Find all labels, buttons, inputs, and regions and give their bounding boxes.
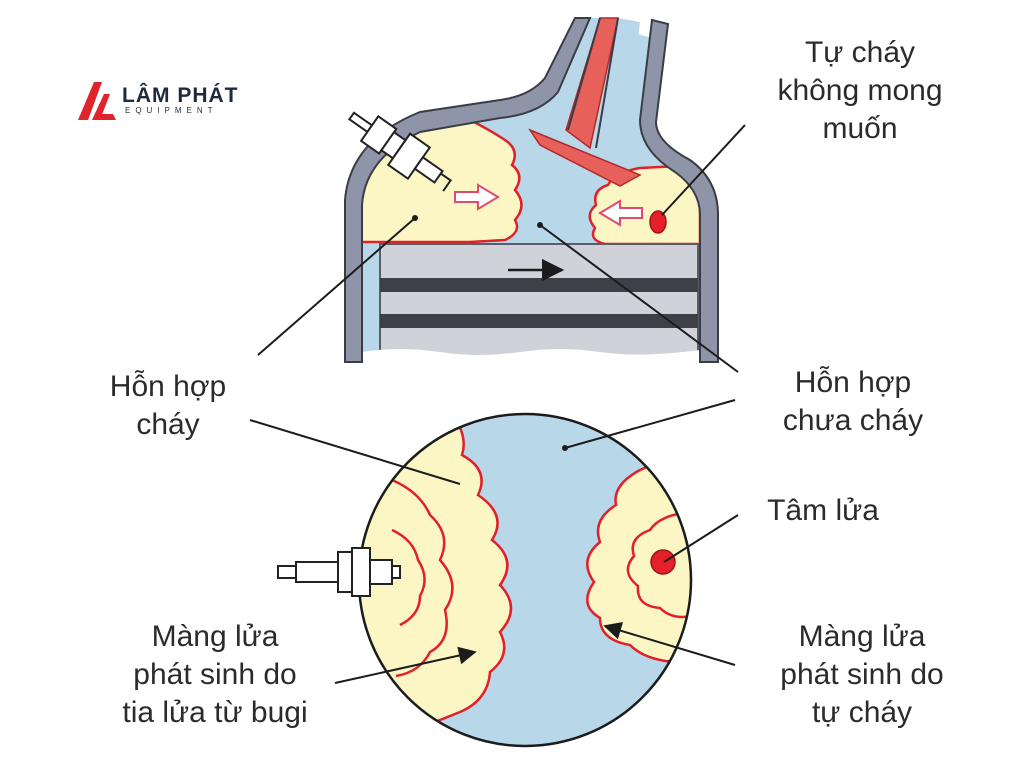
piston-ring-bottom [380,314,698,328]
leader-tam-lua [663,514,739,563]
logo-sub: EQUIPMENT [125,106,218,115]
leader-hon-hop-chay-lower [249,419,461,485]
spark-plug-upper-icon [347,111,453,192]
label-tu-chay: Tự cháy không mong muốn [777,36,943,145]
logo-brand: LÂM PHÁT [122,84,239,107]
intake-port [545,17,640,150]
leader-chua-chay-lower [564,399,736,449]
label-hon-hop-chua-chay: Hỗn hợp chưa cháy [782,366,924,437]
leader-hon-hop-chay-upper [257,217,416,356]
flame-front-right-inner [626,510,691,619]
leader-lines [249,124,746,684]
leader-chua-chay-upper [539,224,739,373]
piston [379,243,699,362]
valve-stem [565,17,619,150]
valve-head [528,128,642,187]
label-hon-hop-chay: Hỗn hợp cháy [109,370,227,441]
spark-plug-lower-icon [277,547,401,597]
label-mang-lua-tu-chay: Màng lửa phát sinh do tự cháy [780,620,944,729]
auto-ignition-spot [649,210,667,234]
leader-mang-lua-tu-chay [603,622,736,666]
leader-mang-lua-bugi [334,646,477,684]
leader-tu-chay [661,124,746,216]
piston-ring-top [380,278,698,292]
combustion-top-view [277,412,693,748]
flame-arrow-left [454,183,500,211]
flame-arrow-right [598,199,643,227]
label-mang-lua-bugi: Màng lửa phát sinh do tia lửa từ bugi [122,620,308,729]
label-tam-lua: Tâm lửa [767,494,879,527]
lam-phat-logo: LÂM PHÁT EQUIPMENT [78,80,258,122]
flame-front-left-inner [391,478,454,678]
cylinder-wall-right [638,18,719,363]
lam-phat-logo-icon [78,82,116,120]
flame-center-dot [650,549,676,575]
flame-front-left-core [391,528,426,627]
cylinder-chamber [344,17,719,363]
